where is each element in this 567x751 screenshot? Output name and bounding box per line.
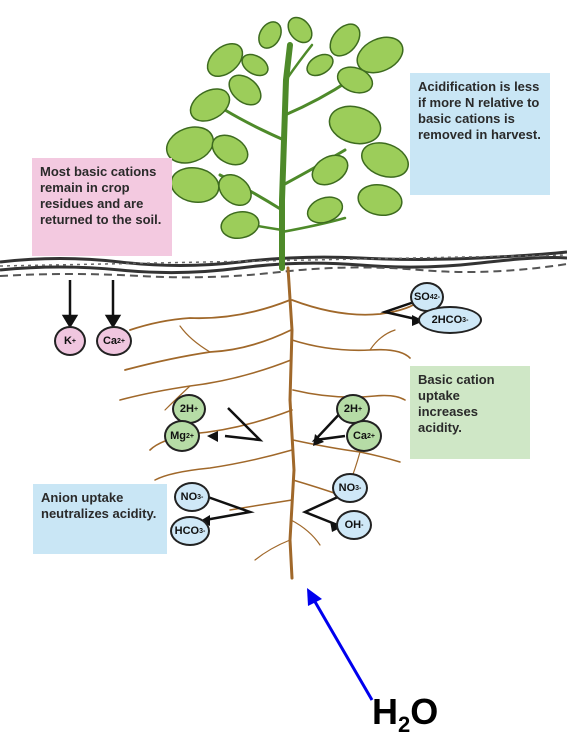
ion-potassium: K+ — [54, 326, 86, 356]
water-uptake-arrow — [307, 588, 372, 700]
water-label: H2O — [372, 692, 438, 745]
note-harvest-nitrogen: Acidification is less if more N relative… — [410, 73, 550, 195]
note-anion-uptake: Anion uptake neutralizes acidity. — [33, 484, 167, 554]
ion-hydroxide: OH- — [336, 510, 372, 540]
note-cation-uptake: Basic cation uptake increases acidity. — [410, 366, 530, 459]
note-residue-cations: Most basic cations remain in crop residu… — [32, 158, 172, 256]
